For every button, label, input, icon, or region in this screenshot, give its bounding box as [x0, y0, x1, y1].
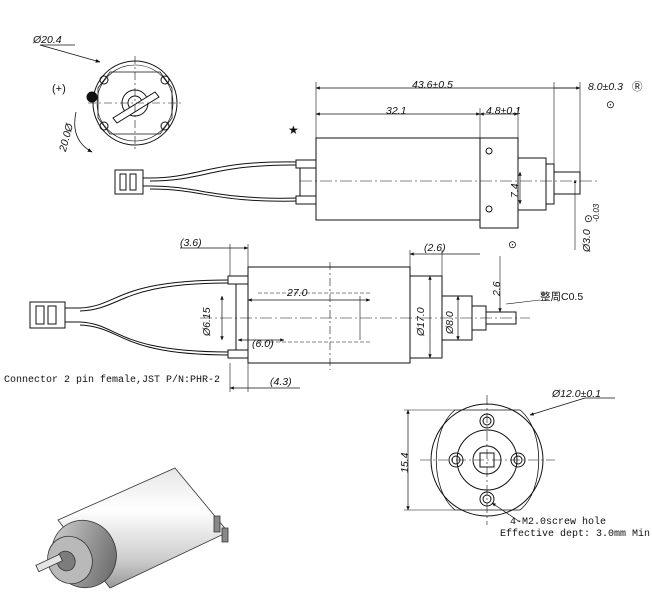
svg-text:★: ★	[288, 123, 299, 137]
depth-note: Effective dept: 3.0mm Min	[500, 529, 651, 540]
dim-8-0: 8.0±0.3	[588, 81, 623, 93]
dim-32-1: 32.1	[386, 105, 407, 117]
dim-d20-4: Ø20.4	[33, 34, 62, 46]
mark-dot-1: ⊙	[606, 99, 615, 111]
mark-dot-2: ⊙	[584, 213, 593, 225]
mark-r: Ⓡ	[632, 81, 643, 93]
dim-plus-polarity: (+)	[52, 83, 66, 95]
side-view-top	[115, 82, 600, 250]
dim-d12-0: Ø12.0±0.1	[552, 388, 601, 400]
dim-15-4: 15.4	[399, 452, 411, 473]
dim-d6-15: Ø6.15	[201, 307, 213, 336]
dim-2-6-b: 2.6	[491, 281, 503, 296]
dim-27-0: 27.0	[287, 287, 308, 299]
screw-note: 4-M2.0screw hole	[510, 517, 607, 528]
dim-43-6: 43.6±0.5	[412, 79, 453, 91]
dim-2-6: (2.6)	[424, 242, 446, 254]
star-marker: ★	[288, 123, 299, 137]
dim-d17-0: Ø17.0	[415, 307, 427, 336]
dim-3-6: (3.6)	[180, 237, 202, 249]
dim-d3-0-tol: -0.03	[592, 203, 601, 222]
dim-4-3: (4.3)	[270, 376, 292, 388]
dim-6-0: (6.0)	[252, 338, 274, 350]
front-view	[404, 395, 615, 525]
end-view-back	[40, 45, 182, 152]
mark-dot-3: ⊙	[508, 239, 517, 251]
dim-d3-0: Ø3.0	[581, 229, 593, 252]
connector-note: Connector 2 pin female,JST P/N:PHR-2	[4, 375, 221, 386]
dim-4-8: 4.8±0.1	[486, 105, 521, 117]
side-view-middle	[30, 244, 540, 392]
dim-7-4: 7.4	[509, 183, 521, 198]
dim-d8-0: Ø8.0	[444, 311, 456, 334]
isometric-view	[36, 468, 228, 598]
dim-chamfer: 整周C0.5	[540, 291, 584, 303]
